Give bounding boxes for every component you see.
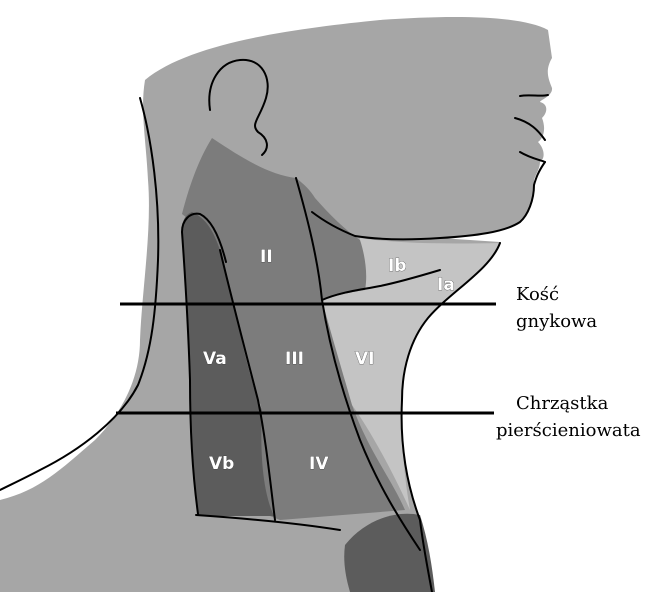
hyoid-label-line2: gnykowa: [516, 311, 597, 332]
zone-label-iii: III: [285, 349, 304, 369]
zone-label-ib: Ib: [388, 256, 407, 276]
mouth-outline: [520, 95, 548, 96]
zone-label-va: Va: [203, 349, 227, 369]
zone-label-iv: IV: [309, 454, 329, 474]
zone-label-ia: Ia: [437, 275, 455, 295]
cricoid-label-line2: pierścieniowata: [496, 420, 641, 441]
zone-label-vb: Vb: [209, 454, 234, 474]
hyoid-label-line1: Kość: [516, 284, 559, 305]
cricoid-label-line1: Chrząstka: [516, 393, 609, 414]
zone-label-vi: VI: [355, 349, 374, 369]
zone-label-ii: II: [260, 247, 273, 267]
